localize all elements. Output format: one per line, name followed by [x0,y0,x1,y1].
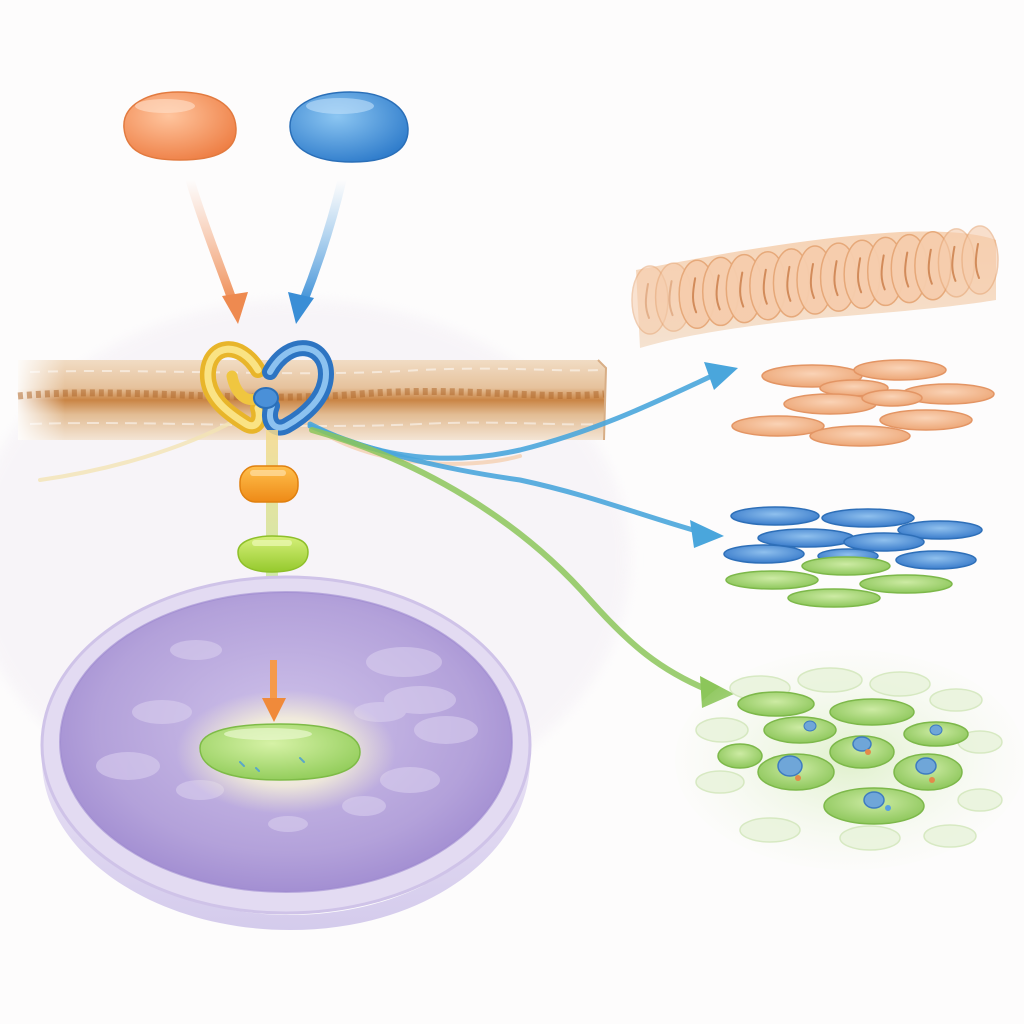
nuclear-vesicles [96,640,478,832]
epithelial-cell-nucleus [739,271,745,308]
blue-ligand-arrow [288,175,347,324]
blue-green-cell-cluster-icon [723,506,983,608]
cell-membrane [17,359,608,441]
orange-signal-molecule-icon [239,465,299,503]
cascade-to-nucleus-arrow [262,660,286,722]
arrowhead-blue-upper [704,362,738,390]
blue-ligand-icon [289,91,409,163]
epithelial-cell [961,225,999,295]
epithelial-cell-nucleus [974,243,980,279]
epithelial-tissue-icon [631,225,999,348]
arrow-to-green-tissue [309,427,711,693]
epithelial-cell-nucleus [927,248,933,285]
lime-signal-molecule-icon [237,535,309,573]
receptor-complex-icon [199,340,335,436]
epithelial-cell-nucleus [644,283,650,319]
cell-nuclei [777,720,943,811]
epithelial-cell-nucleus [951,245,957,282]
epithelial-cell-nucleus [786,265,792,302]
epithelial-cell-nucleus [692,277,698,314]
epithelial-cell-nucleus [762,268,768,305]
epithelial-cell-nucleus [809,263,815,299]
epithelial-cell-nucleus [857,257,863,294]
peach-cell-cluster-icon [731,359,995,447]
epithelial-cell-nucleus [715,274,721,311]
epithelial-cell-nucleus [833,260,839,297]
orange-ligand-icon [123,91,237,161]
arrowhead-blue-lower [690,520,724,548]
orange-ligand-arrow [185,175,248,324]
epithelial-cell-nucleus [668,280,674,317]
epithelial-cell-nucleus [904,251,910,288]
epithelial-cell-nucleus [880,254,886,291]
green-tissue-icon [675,650,1024,870]
nuclear-target-icon [199,723,361,781]
outcome-arrows [307,371,719,693]
